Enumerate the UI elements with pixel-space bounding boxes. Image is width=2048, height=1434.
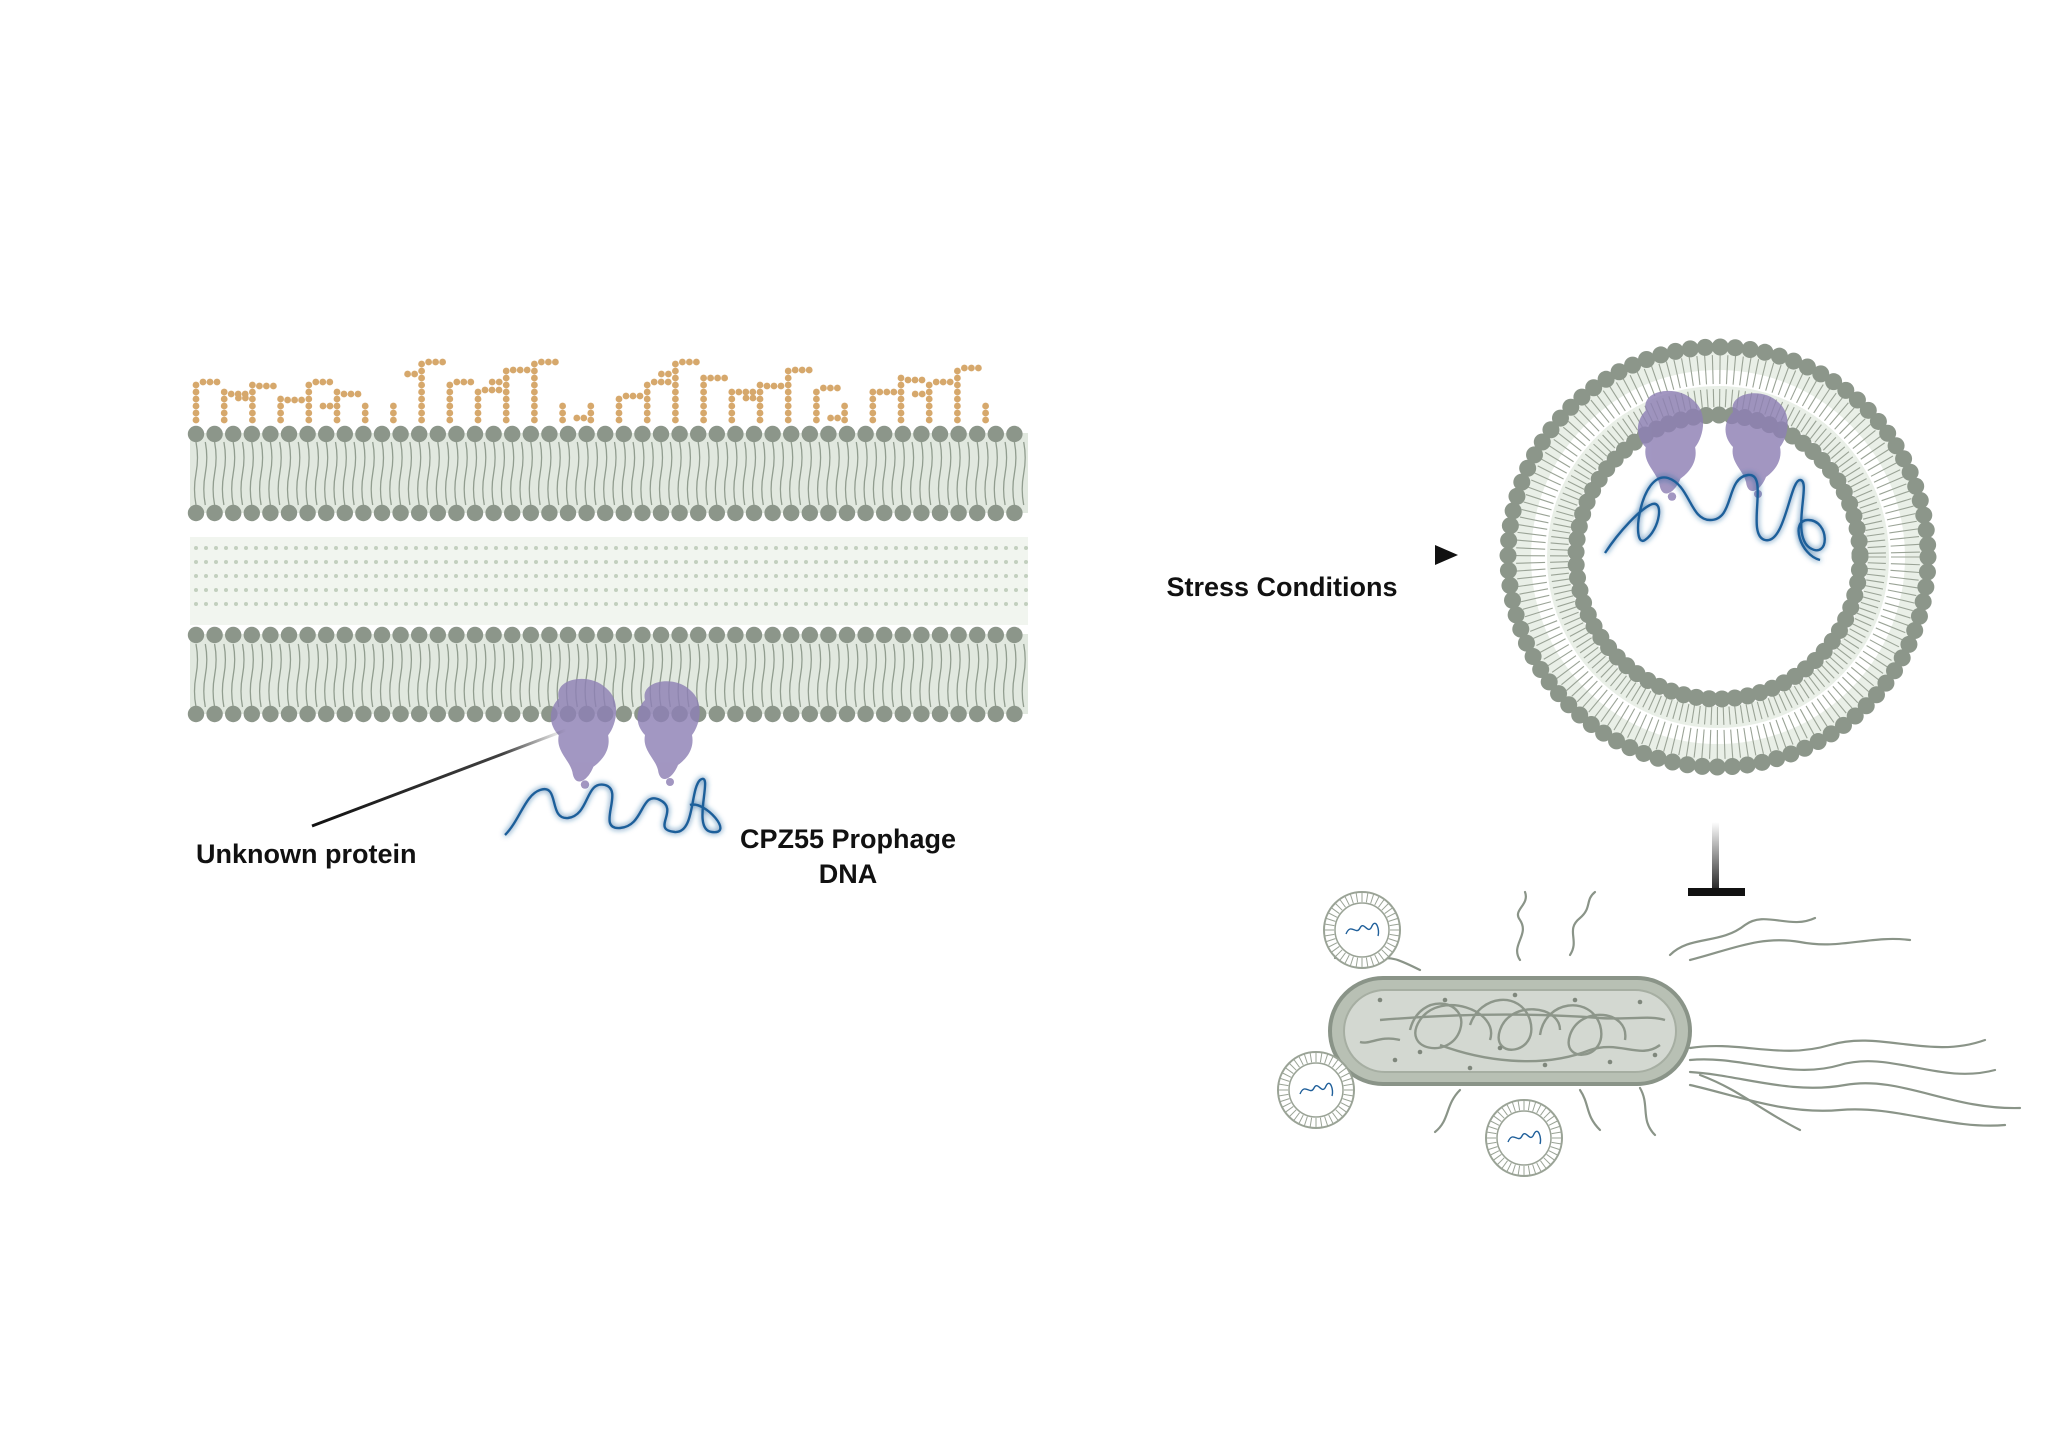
prophage-dna-label-line1: CPZ55 Prophage	[740, 824, 956, 854]
outer-membrane-vesicle-icon	[1485, 1099, 1563, 1177]
stress-conditions-label: Stress Conditions	[1166, 572, 1397, 602]
flagellated-bacterium-icon	[1298, 890, 2022, 1137]
outer-membrane-vesicle-icon	[1277, 1051, 1355, 1129]
inhibition-tbar-icon	[1688, 822, 1745, 896]
prophage-dna-label-line2: DNA	[819, 859, 878, 889]
dna-strand-icon	[1603, 473, 1826, 562]
outer-membrane-vesicle-icon	[1499, 338, 1937, 776]
unknown-protein-pointer	[311, 728, 567, 828]
stress-arrow-icon	[1092, 545, 1458, 565]
unknown-protein-label: Unknown protein	[196, 839, 416, 869]
membrane-protein-icon	[550, 678, 700, 789]
membrane-protein-icon	[1637, 390, 1788, 501]
dna-strand-icon	[504, 777, 722, 836]
outer-membrane-vesicle-icon	[1323, 891, 1401, 969]
lipopolysaccharide-icon	[192, 358, 989, 424]
outer-membrane-bilayer-icon	[187, 358, 1028, 723]
